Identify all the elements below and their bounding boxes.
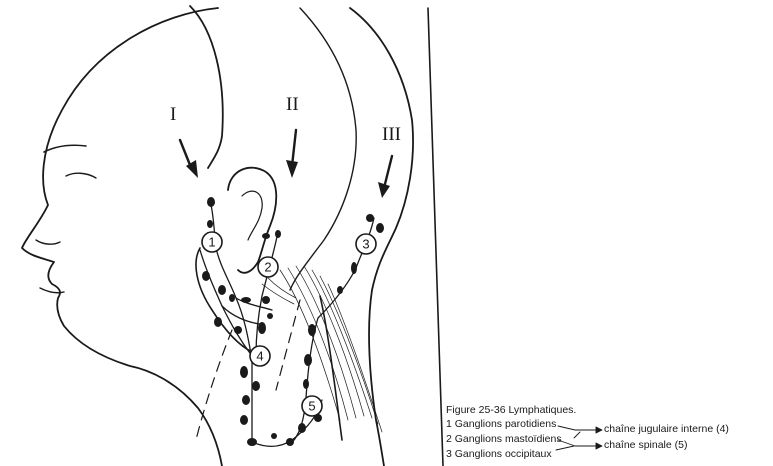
svg-text:1: 1 [208,235,215,250]
lymph-node [351,262,357,274]
svg-text:4: 4 [256,349,263,364]
lymph-node [241,297,251,303]
lymph-node [218,285,226,295]
caption-chain-lower: chaîne spinale (5) [604,439,687,451]
lymph-node [376,223,384,233]
node-label-2: 2 [258,257,278,277]
svg-text:2: 2 [264,260,271,275]
arrow-II [286,130,298,178]
lymph-node [304,354,312,366]
node-label-4: 4 [250,346,270,366]
caption-line-3: 3 Ganglions occipitaux [446,448,552,460]
lymph-node [214,317,222,327]
caption-line-2: 2 Ganglions mastoïdiens [446,433,562,445]
lymph-node [240,415,248,425]
lymph-node [308,324,316,336]
lymph-node [337,286,343,294]
throat-line-2 [276,300,300,390]
caption-line-1: 1 Ganglions parotidiens [446,418,556,430]
shoulder-line [320,296,342,440]
lymph-node [258,322,266,334]
node-label-5: 5 [302,396,322,416]
lymph-node [229,294,235,302]
label-III: III [382,124,401,145]
lymph-node [303,379,309,389]
arrow-III [378,156,392,198]
nostril [36,240,60,244]
head-outline [22,8,222,466]
lymph-node [267,313,273,319]
lymph-node [262,296,270,304]
hairline [290,8,356,290]
lymph-node [275,230,281,238]
lymph-nodes [202,197,384,446]
eye [66,173,96,178]
eyebrow [44,145,86,152]
lymph-node [207,220,213,228]
lymph-vessels [200,200,374,446]
label-II: II [286,94,299,115]
lymph-node [271,433,277,439]
divider-line [428,8,443,466]
caption-brackets [556,426,602,450]
node-label-3: 3 [356,234,376,254]
node-label-1: 1 [202,232,222,252]
lymph-node [366,214,374,222]
arrow-I [180,140,198,178]
svg-text:5: 5 [308,399,315,414]
lymph-node [262,233,270,239]
lymph-node [202,271,210,281]
ear-inner [242,191,262,240]
caption-chain-upper: chaîne jugulaire interne (4) [604,423,729,435]
skull-back [190,6,223,168]
lymph-node [242,395,250,405]
lymph-node [298,423,306,433]
lymph-node [252,381,260,391]
label-I: I [170,104,176,125]
lymph-node [234,326,242,334]
lymph-node [247,438,257,446]
lymph-node [207,197,215,207]
svg-text:3: 3 [362,237,369,252]
lymph-node [240,366,248,378]
throat-line [196,330,232,440]
lymph-node [286,438,294,446]
caption-title: Figure 25-36 Lymphatiques. [446,404,576,416]
